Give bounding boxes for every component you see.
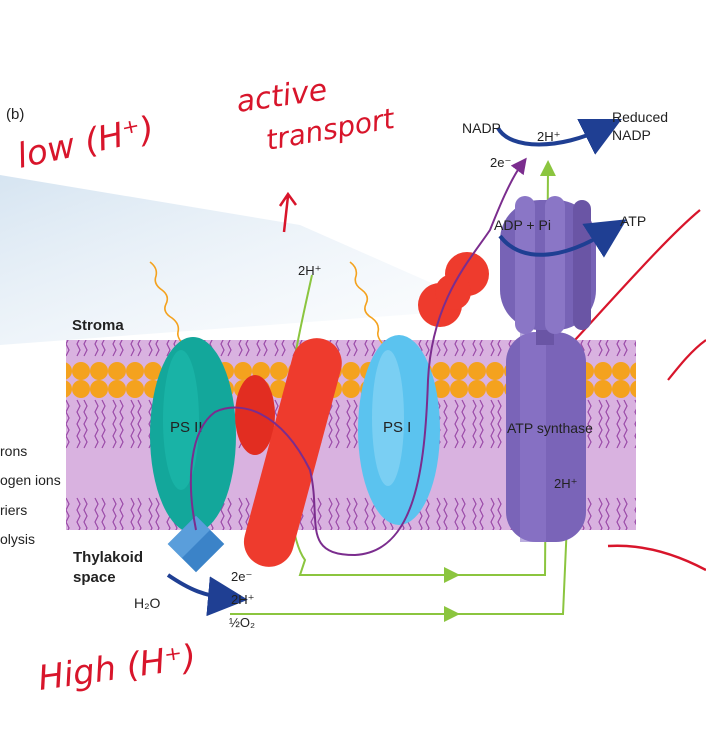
reduced-nadp-label-2: NADP xyxy=(612,127,651,143)
annotation-high: High (H⁺) xyxy=(36,637,199,699)
atp-label: ATP xyxy=(620,213,646,229)
light-ray-ps1 xyxy=(349,261,406,371)
annotation-up-arrow xyxy=(278,191,298,233)
nadp-label: NADP xyxy=(462,120,501,136)
thylakoid-space-label: space xyxy=(73,569,116,586)
ps1-label: PS I xyxy=(383,419,411,436)
legend-fragment-photolysis: olysis xyxy=(0,531,35,547)
electron-top-label: 2e⁻ xyxy=(490,155,511,170)
stroma-label: Stroma xyxy=(72,317,124,334)
annotation-stroke-3 xyxy=(607,544,706,572)
legend-fragment-carriers: riers xyxy=(0,502,27,518)
water-label: H₂O xyxy=(134,595,161,611)
light-beam xyxy=(0,175,470,345)
nadp-arrow xyxy=(496,119,622,155)
electron-carriers xyxy=(235,252,489,567)
proton-synthase-label: 2H⁺ xyxy=(554,476,577,491)
ps2-complex: PS II xyxy=(150,337,236,533)
adp-pi-label: ADP + Pi xyxy=(494,217,551,233)
panel-label: (b) xyxy=(6,106,24,123)
atp-synthase-complex: ATP synthase xyxy=(500,196,596,542)
atp-arrow xyxy=(498,219,627,258)
oxygen-label: ½O₂ xyxy=(229,615,255,630)
proton-bottom-label: 2H⁺ xyxy=(231,592,254,607)
legend-fragment-electrons: rons xyxy=(0,443,27,459)
annotation-stroke-2 xyxy=(667,339,706,381)
electron-bottom-label: 2e⁻ xyxy=(231,569,252,584)
ps2-label: PS II xyxy=(170,419,203,436)
thylakoid-label: Thylakoid xyxy=(73,549,143,566)
annotation-active: active xyxy=(234,73,329,120)
water-arrow xyxy=(166,573,248,617)
reduced-nadp-label-1: Reduced xyxy=(612,109,668,125)
legend-fragment-hydrogen-ions: ogen ions xyxy=(0,472,61,488)
ps1-complex: PS I xyxy=(358,335,440,525)
annotation-stroke-1 xyxy=(574,209,701,341)
annotation-low: low (H⁺) xyxy=(14,109,158,177)
electron-pathway xyxy=(189,157,527,557)
atp-synthase-label: ATP synthase xyxy=(507,420,593,436)
proton-stroma-label: 2H⁺ xyxy=(298,263,321,278)
proton-top-label: 2H⁺ xyxy=(537,129,560,144)
light-ray-ps2 xyxy=(149,261,205,373)
